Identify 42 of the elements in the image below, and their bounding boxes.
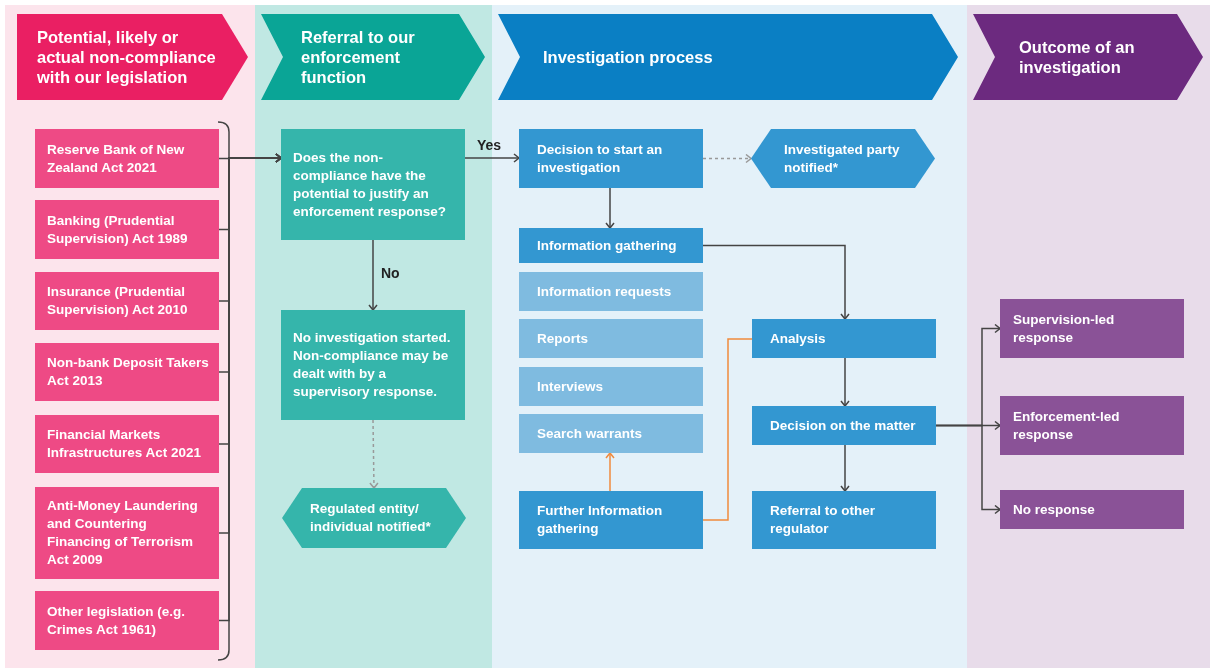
process-box: Information gathering: [519, 228, 703, 263]
legislation-box: Insurance (Prudential Supervision) Act 2010: [35, 272, 219, 330]
legislation-box: Non-bank Deposit Takers Act 2013: [35, 343, 219, 401]
arrow: [935, 424, 1001, 515]
process-box: Decision to start an investigation: [519, 129, 703, 188]
outcome-box: Supervision-led response: [1000, 299, 1184, 358]
arrow: [369, 419, 379, 489]
arrow: [702, 244, 850, 320]
subprocess-box: Search warrants: [519, 414, 703, 453]
legislation-box: Anti-Money Laundering and Countering Financing of Terrorism Act 2009: [35, 487, 219, 579]
process-box: Further Information gathering: [519, 491, 703, 549]
edge-label: Yes: [477, 137, 502, 153]
stage-header: Investigation process: [498, 14, 958, 100]
legislation-box: Financial Markets Infrastructures Act 2021: [35, 415, 219, 473]
process-box: Analysis: [752, 319, 936, 358]
outcome-box: No response: [1000, 490, 1184, 529]
arrow: [840, 357, 850, 407]
outcome-box: Enforcement-led response: [1000, 396, 1184, 455]
arrow: [605, 187, 615, 229]
arrow: [605, 452, 615, 492]
legislation-box: Banking (Prudential Supervision) Act 1989: [35, 200, 219, 259]
stage-header: Outcome of an investigation: [973, 14, 1203, 100]
notification-hexagon: Investigated party notified*: [751, 129, 935, 188]
legislation-box: Reserve Bank of New Zealand Act 2021: [35, 129, 219, 188]
subprocess-box: Interviews: [519, 367, 703, 406]
subprocess-box: Reports: [519, 319, 703, 358]
edge-label: No: [381, 265, 400, 281]
stage-header: Referral to our enforcement function: [261, 14, 485, 100]
subprocess-box: Information requests: [519, 272, 703, 311]
connector-line: [702, 338, 753, 521]
process-box: No investigation started. Non-compliance may be dealt with by a supervisory response.: [281, 310, 465, 420]
arrow: [840, 444, 850, 492]
stage-header: Potential, likely or actual non-compliance with our legislation: [17, 14, 248, 100]
arrow: [464, 153, 520, 163]
legislation-box: Other legislation (e.g. Crimes Act 1961): [35, 591, 219, 650]
process-box: Referral to other regulator: [752, 491, 936, 549]
arrow: [702, 153, 752, 164]
arrow: [368, 239, 378, 311]
process-box: Decision on the matter: [752, 406, 936, 445]
notification-hexagon: Regulated entity/ individual notified*: [282, 488, 466, 548]
arrow: [218, 153, 282, 622]
decision-box: Does the non-compliance have the potential to justify an enforcement response?: [281, 129, 465, 240]
